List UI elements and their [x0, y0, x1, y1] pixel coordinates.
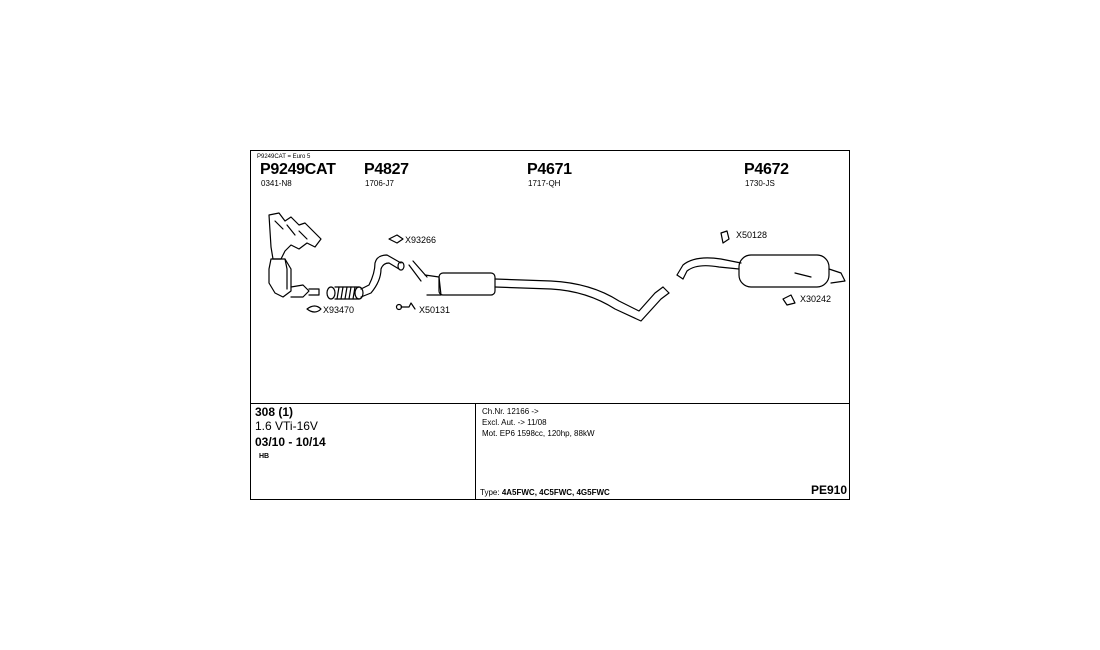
spec-exclusion: Excl. Aut. -> 11/08 — [482, 418, 547, 427]
clip-label-x93266: X93266 — [405, 235, 437, 245]
flex-pipe-part — [326, 254, 405, 300]
clip-label-x93470: X93470 — [323, 305, 355, 315]
hanger-x30242-icon — [782, 294, 796, 306]
exhaust-system-drawing — [268, 212, 846, 322]
clamp-x93266-icon — [388, 234, 404, 244]
exhaust-diagram-sheet: P9249CAT = Euro 5 P9249CAT 0341-N8 P4827… — [250, 150, 850, 500]
part-ref-flexpipe: 1706-J7 — [365, 179, 394, 188]
clip-label-x30242: X30242 — [800, 294, 832, 304]
clip-label-x50131: X50131 — [419, 305, 451, 315]
euro-norm-note: P9249CAT = Euro 5 — [257, 154, 311, 160]
rear-silencer-part — [676, 254, 846, 288]
clamp-x50131-icon — [395, 302, 416, 311]
part-number-catalyst: P9249CAT — [260, 161, 336, 178]
part-number-flexpipe: P4827 — [364, 161, 409, 178]
vehicle-engine: 1.6 VTi-16V — [255, 419, 318, 433]
section-divider-horizontal — [251, 403, 849, 404]
vehicle-body-type: HB — [259, 453, 270, 460]
diagram-area: P9249CAT = Euro 5 P9249CAT 0341-N8 P4827… — [251, 151, 849, 403]
spec-engine: Mot. EP6 1598cc, 120hp, 88kW — [482, 429, 595, 438]
middle-silencer-part — [408, 260, 670, 322]
catalytic-converter-part — [268, 212, 322, 298]
part-number-middle-silencer: P4671 — [527, 161, 572, 178]
section-divider-vertical — [475, 403, 476, 499]
vehicle-model: 308 (1) — [255, 405, 294, 419]
type-codes: 4A5FWC, 4C5FWC, 4G5FWC — [501, 488, 610, 497]
hanger-x50128-icon — [720, 230, 730, 244]
type-line: Type: 4A5FWC, 4C5FWC, 4G5FWC — [480, 488, 610, 497]
part-ref-rear-silencer: 1730-JS — [745, 179, 775, 188]
vehicle-years: 03/10 - 10/14 — [255, 435, 326, 449]
part-ref-middle-silencer: 1717-QH — [528, 179, 561, 188]
spec-chassis-number: Ch.Nr. 12166 -> — [482, 407, 539, 416]
clamp-x93470-icon — [306, 305, 322, 313]
type-label: Type: — [480, 488, 500, 497]
part-number-rear-silencer: P4672 — [744, 161, 789, 178]
catalog-code: PE910 — [811, 483, 848, 497]
clip-label-x50128: X50128 — [736, 230, 768, 240]
part-ref-catalyst: 0341-N8 — [261, 179, 292, 188]
